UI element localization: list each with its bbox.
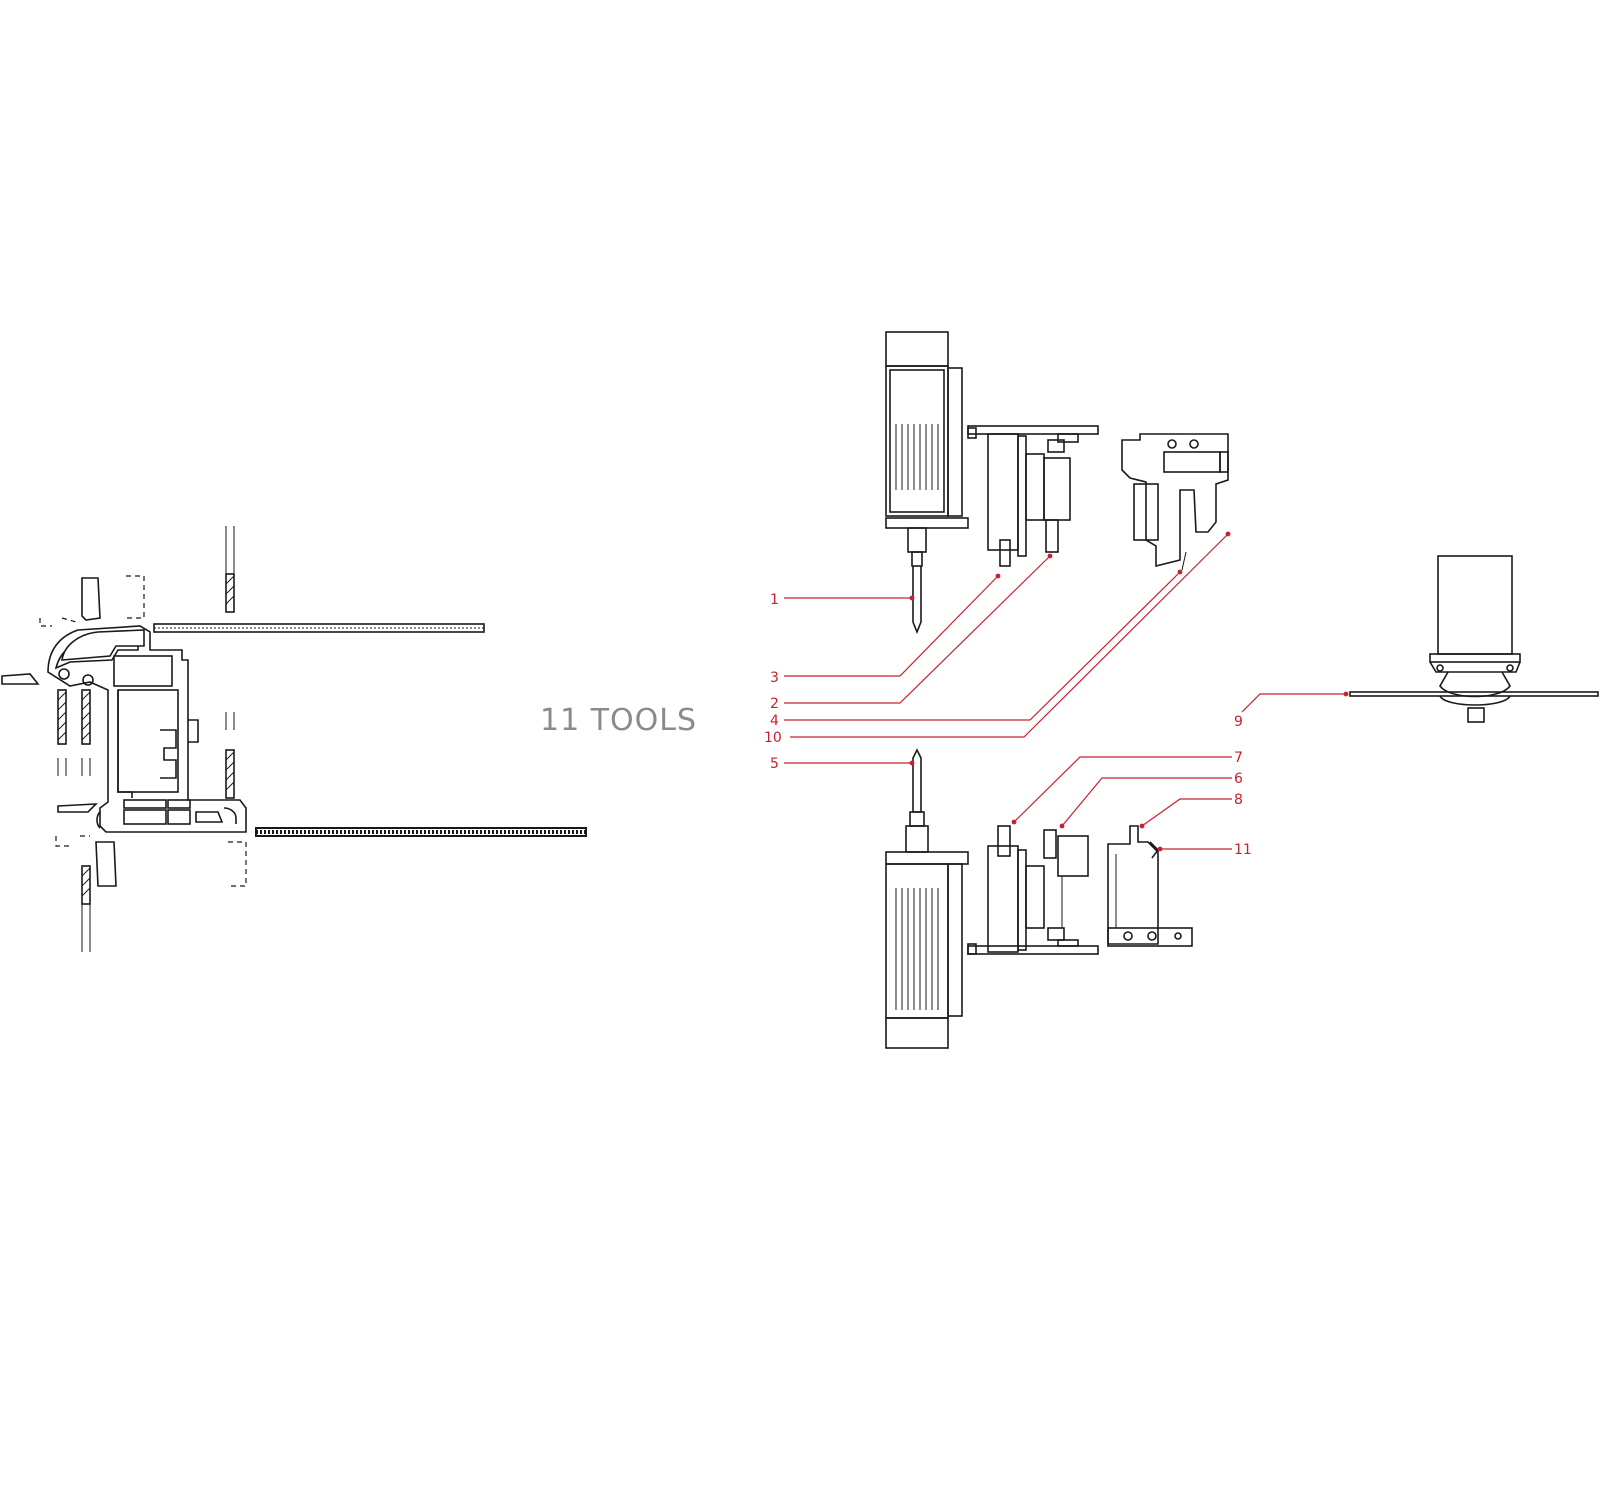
title-eleven-tools: 11 TOOLS	[540, 703, 697, 738]
lower-drill-motor	[885, 748, 969, 1049]
callout-leader-2	[784, 555, 1051, 704]
callout-dot-2	[1047, 553, 1053, 559]
saw-blade-top	[153, 623, 485, 633]
callout-dot-6	[1059, 823, 1065, 829]
drill-bit-bottom	[81, 865, 91, 952]
upper-cutter-head	[1121, 433, 1229, 571]
callout-dot-5	[909, 760, 915, 766]
callout-leader-10	[790, 533, 1229, 738]
callout-dot-7	[1011, 819, 1017, 825]
callout-dot-9	[1343, 691, 1349, 697]
callout-dot-11	[1157, 846, 1163, 852]
drill-bit-left-2	[81, 689, 91, 745]
window-profile-section	[1, 526, 587, 952]
callout-leader-4	[784, 571, 1181, 721]
upper-drill-motor	[885, 331, 969, 635]
callout-leader-3	[784, 575, 999, 677]
callout-dot-8	[1139, 823, 1145, 829]
callout-leader-6	[1061, 777, 1232, 827]
callout-label-5: 5	[770, 756, 779, 772]
callout-leader-9	[1241, 693, 1346, 713]
callout-label-4: 4	[770, 713, 779, 729]
callout-dot-10	[1225, 531, 1231, 537]
callout-label-10: 10	[764, 730, 782, 746]
drill-bit-top	[225, 526, 235, 613]
saw-blade-bottom	[255, 827, 587, 837]
circular-saw-motor	[1349, 555, 1599, 723]
callout-label-9: 9	[1234, 714, 1243, 730]
lower-slide-assembly	[967, 825, 1099, 955]
callout-leader-7	[1013, 756, 1232, 823]
upper-slide-assembly	[967, 425, 1099, 567]
callout-label-1: 1	[770, 592, 779, 608]
callout-label-7: 7	[1234, 750, 1243, 766]
callout-label-3: 3	[770, 670, 779, 686]
lower-cutter-block	[1107, 825, 1193, 947]
callout-dot-3	[995, 573, 1001, 579]
callout-label-6: 6	[1234, 771, 1243, 787]
drill-bit-middle-right	[225, 712, 235, 799]
callout-leader-8	[1141, 798, 1232, 827]
callout-dot-4	[1177, 569, 1183, 575]
callout-label-8: 8	[1234, 792, 1243, 808]
callout-label-2: 2	[770, 696, 779, 712]
callout-label-11: 11	[1234, 842, 1252, 858]
drill-bit-left-1	[57, 689, 67, 745]
callout-dot-1	[909, 595, 915, 601]
